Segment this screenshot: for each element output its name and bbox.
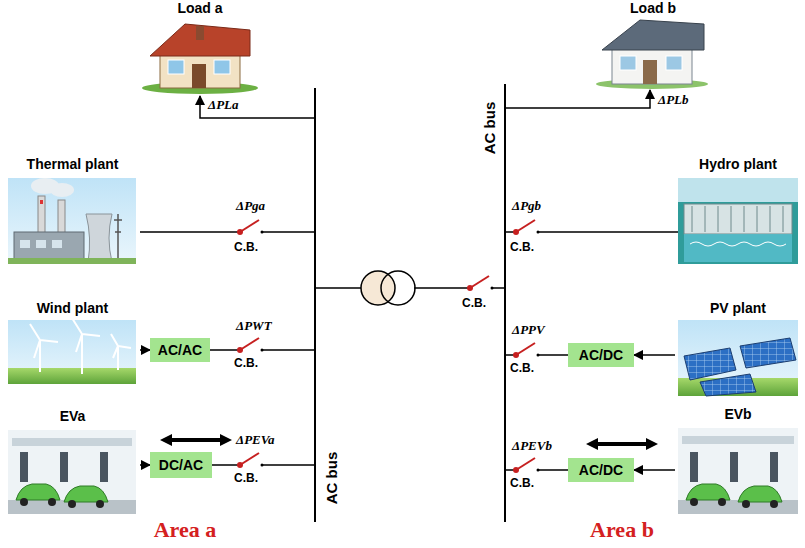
- bus-label: AC bus: [323, 452, 340, 505]
- breaker-blade: [470, 276, 489, 288]
- breaker-blade: [516, 458, 535, 470]
- plant-node: PV plant: [675, 300, 801, 398]
- node-heading: Load a: [140, 0, 260, 16]
- load-node: Load b: [590, 0, 716, 90]
- power-deviation-label: ΔPLa: [208, 97, 239, 113]
- breaker-blade: [240, 453, 259, 465]
- load-b-feeder: [505, 90, 650, 108]
- bus-label: AC bus: [481, 102, 498, 155]
- power-deviation-label: ΔPEVb: [512, 438, 552, 454]
- house-a: [142, 24, 258, 94]
- feeder-wires: [140, 232, 678, 470]
- breaker-pivot: [513, 352, 519, 358]
- converter-label: AC/AC: [158, 342, 202, 358]
- load-node: Load a: [140, 0, 260, 100]
- ev-a-bidirectional-arrow: [166, 438, 226, 442]
- breaker-label: C.B.: [234, 471, 258, 485]
- breaker-pivot: [513, 229, 519, 235]
- breaker-contact: [537, 354, 540, 357]
- power-flow-arrow: [634, 469, 675, 471]
- breaker-pivot: [237, 347, 243, 353]
- area-label: Area a: [154, 517, 217, 543]
- wind-plant-picture: [8, 318, 136, 384]
- breaker-pivot: [237, 229, 243, 235]
- ev-node: EVb: [675, 406, 801, 516]
- breaker-label: C.B.: [510, 361, 534, 375]
- breaker-label: C.B.: [234, 240, 258, 254]
- breaker-blade: [240, 220, 259, 232]
- ac-bus-a: [314, 88, 316, 522]
- breaker-contact: [261, 349, 264, 352]
- breaker-pivot: [467, 285, 473, 291]
- node-heading: Hydro plant: [675, 156, 801, 172]
- house-b: [596, 20, 708, 89]
- breaker-blade: [516, 220, 535, 232]
- power-deviation-label: ΔPWT: [236, 318, 272, 334]
- breaker-blade: [516, 343, 535, 355]
- ev-b-picture: [678, 428, 798, 514]
- transformer: [361, 271, 415, 305]
- node-heading: PV plant: [675, 300, 801, 316]
- pv-plant-picture: [678, 320, 798, 396]
- breaker-contact: [537, 231, 540, 234]
- node-heading: Thermal plant: [5, 156, 140, 172]
- hydro-plant-picture: [678, 178, 798, 264]
- breaker-contact: [261, 231, 264, 234]
- converter-box: AC/AC: [150, 338, 210, 362]
- plant-node: Hydro plant: [675, 156, 801, 266]
- power-deviation-label: ΔPPV: [512, 322, 545, 338]
- converter-label: DC/AC: [159, 457, 203, 473]
- ev-node: EVa: [5, 408, 140, 516]
- breaker-label: C.B.: [510, 240, 534, 254]
- power-flow-arrow: [634, 354, 675, 356]
- node-heading: Wind plant: [5, 300, 140, 316]
- power-deviation-label: ΔPEVa: [236, 432, 275, 448]
- converter-box: DC/AC: [150, 452, 212, 478]
- ev-b-bidirectional-arrow: [592, 442, 652, 446]
- thermal-plant-picture: [8, 178, 136, 264]
- breaker-label: C.B.: [462, 296, 486, 310]
- power-flow-arrow: [140, 464, 150, 466]
- power-flow-arrow: [140, 349, 150, 351]
- area-label: Area b: [590, 517, 654, 543]
- breaker-label: C.B.: [234, 356, 258, 370]
- converter-label: AC/DC: [579, 462, 623, 478]
- breaker-pivot: [237, 462, 243, 468]
- node-heading: EVb: [675, 406, 801, 422]
- breaker-contact: [261, 464, 264, 467]
- power-deviation-label: ΔPga: [236, 198, 265, 214]
- breaker-contact: [491, 287, 494, 290]
- breaker-blade: [240, 338, 259, 350]
- plant-node: Wind plant: [5, 300, 140, 386]
- converter-box: AC/DC: [568, 343, 634, 367]
- converter-box: AC/DC: [568, 458, 634, 482]
- node-heading: Load b: [590, 0, 716, 16]
- breaker-label: C.B.: [510, 476, 534, 490]
- breaker-contact: [537, 469, 540, 472]
- breaker-pivot: [513, 467, 519, 473]
- power-deviation-label: ΔPgb: [512, 198, 541, 214]
- load-a-feeder: [200, 96, 315, 118]
- converter-label: AC/DC: [579, 347, 623, 363]
- ev-a-picture: [8, 430, 136, 514]
- node-heading: EVa: [5, 408, 140, 424]
- plant-node: Thermal plant: [5, 156, 140, 266]
- circuit-breakers: [237, 220, 540, 473]
- power-deviation-label: ΔPLb: [658, 92, 689, 108]
- ac-bus-b: [504, 84, 506, 522]
